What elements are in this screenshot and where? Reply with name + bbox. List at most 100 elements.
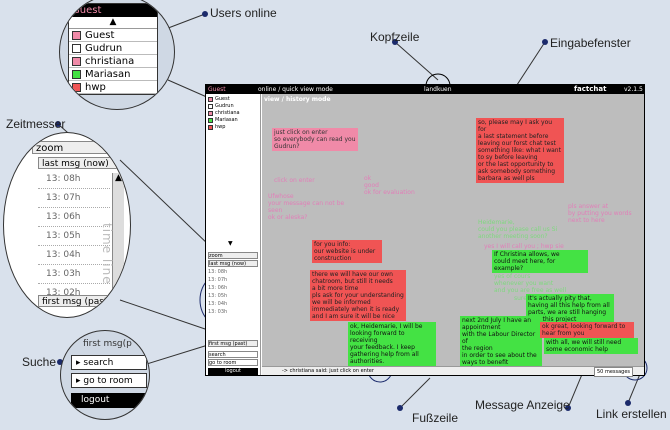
user-color-icon: [208, 111, 213, 116]
user-item[interactable]: hwp: [69, 81, 157, 94]
user-item[interactable]: Gudrun: [206, 103, 260, 110]
last-msg-button[interactable]: last msg (now): [38, 157, 126, 169]
chat-message: sure: [514, 295, 527, 302]
time-row: 13: 08h: [38, 170, 110, 189]
first-msg-button-small[interactable]: first msg (past): [208, 340, 258, 347]
scroll-down-icon[interactable]: ▼: [228, 240, 233, 247]
user-color-icon: [72, 30, 81, 40]
user-item[interactable]: Guest: [69, 29, 157, 42]
time-row: 13: 04h: [38, 246, 110, 265]
time-row: 13: 07h: [38, 189, 110, 208]
last-msg-button-small[interactable]: last msg (now): [208, 260, 258, 267]
user-color-icon: [208, 118, 213, 123]
user-color-icon: [72, 56, 81, 66]
time-row: 13: 07h: [208, 277, 228, 283]
go-to-room-button[interactable]: ▸ go to room: [71, 373, 147, 388]
user-item[interactable]: christiana: [206, 110, 260, 117]
time-row: 13: 06h: [208, 285, 228, 291]
user-item[interactable]: Mariasan: [69, 68, 157, 81]
user-item[interactable]: hwp: [206, 124, 260, 131]
zoom-control-small[interactable]: zoom: [208, 252, 258, 259]
footer-text: -> christiana said: just click on enter: [282, 368, 374, 374]
search-label: search: [83, 358, 114, 368]
first-msg-button[interactable]: first msg (past): [38, 295, 126, 307]
chat-message: click on enter: [274, 177, 315, 184]
user-item[interactable]: Guest: [206, 96, 260, 103]
message-count[interactable]: 50 messages: [594, 367, 634, 377]
user-color-icon: [208, 97, 213, 102]
users-magnifier: Guest ▲ Guest Gudrun christiana Mariasan…: [59, 0, 175, 110]
callout-suche: Suche: [22, 355, 57, 369]
time-row: 13: 06h: [38, 208, 110, 227]
user-item[interactable]: Gudrun: [69, 42, 157, 55]
zoom-label: zoom: [36, 143, 64, 154]
user-item[interactable]: christiana: [69, 55, 157, 68]
footer-bar: -> christiana said: just click on enter …: [262, 366, 644, 377]
callout-users-online: Users online: [210, 6, 277, 20]
time-row: 13: 03h: [208, 309, 228, 315]
time-row: 13: 08h: [208, 269, 228, 275]
logout-button-small[interactable]: logout: [208, 368, 258, 375]
callout-eingabefenster: Eingabefenster: [550, 36, 631, 50]
first-msg-partial: first msg(p: [83, 339, 132, 349]
search-button-small[interactable]: search: [208, 351, 258, 358]
callout-kopfzeile: Kopfzeile: [370, 30, 420, 44]
chat-message: yes I will call you ; hwp sie: [484, 243, 564, 250]
time-row: 13: 05h: [208, 293, 228, 299]
user-color-icon: [208, 104, 213, 109]
user-name: Mariasan: [85, 68, 131, 80]
scroll-up-icon[interactable]: ▲: [69, 17, 157, 29]
search-button[interactable]: ▸ search: [71, 355, 147, 370]
user-name: hwp: [85, 81, 106, 93]
user-color-icon: [72, 82, 81, 92]
logout-button[interactable]: logout: [71, 393, 147, 408]
app-version: v2.1.5: [624, 86, 643, 93]
zoom-label: zoom: [209, 253, 223, 259]
zoom-value: 1: [120, 143, 127, 154]
user-color-icon: [72, 69, 81, 79]
user-color-icon: [72, 43, 81, 53]
user-name: christiana: [85, 55, 135, 67]
timeline-watermark: time line: [100, 223, 114, 285]
sidebar: Guest Gudrun christiana Mariasan hwp ▼ z…: [206, 94, 261, 375]
header-user: Guest: [208, 86, 226, 93]
callout-message-anzeige: Message Anzeige: [475, 398, 570, 412]
time-list: 13: 08h 13: 07h 13: 06h 13: 05h 13: 04h …: [38, 170, 110, 303]
user-name: hwp: [215, 124, 226, 130]
callout-zeitmesser: Zeitmesser: [6, 117, 66, 131]
zoom-control[interactable]: zoom 1: [32, 141, 130, 154]
search-magnifier: first msg(p ▸ search ▸ go to room logout: [60, 330, 150, 420]
user-name: Gudrun: [85, 42, 123, 54]
header-center: landkuen: [424, 86, 452, 93]
callout-fusszeile: Fußzeile: [412, 411, 459, 425]
timeline-scrollbar[interactable]: ▲: [112, 173, 124, 291]
time-list-small: 13: 08h 13: 07h 13: 06h 13: 05h 13: 04h …: [208, 268, 252, 316]
user-item[interactable]: Mariasan: [206, 117, 260, 124]
users-panel-title: Guest: [69, 4, 157, 17]
user-list: Guest Gudrun christiana Mariasan hwp: [206, 96, 260, 131]
go-to-room-label: go to room: [83, 376, 133, 386]
timeline-magnifier: zoom 1 last msg (now) 13: 08h 13: 07h 13…: [3, 132, 131, 318]
user-name: christiana: [215, 110, 240, 116]
go-to-room-button-small[interactable]: go to room: [208, 359, 258, 366]
user-name: Gudrun: [215, 103, 234, 109]
user-name: Mariasan: [215, 117, 238, 123]
user-name: Guest: [215, 96, 230, 102]
header-mode[interactable]: online / quick view mode: [258, 86, 333, 93]
app-logo: factchat: [574, 85, 607, 93]
callout-link-erstellen: Link erstellen: [596, 407, 667, 421]
users-online-panel: Guest ▲ Guest Gudrun christiana Mariasan…: [68, 3, 158, 95]
